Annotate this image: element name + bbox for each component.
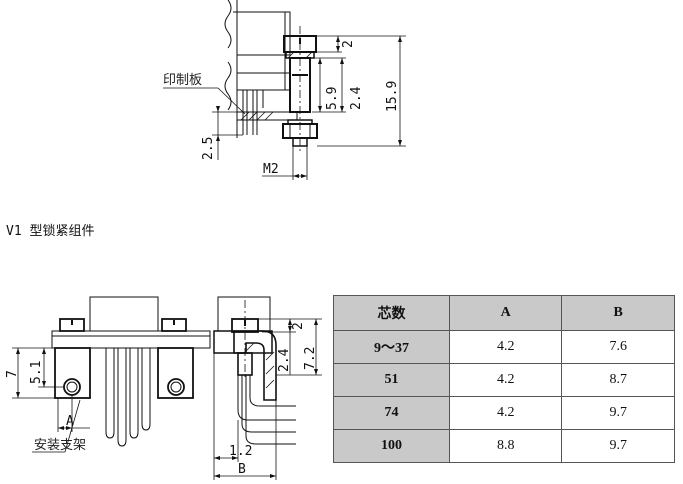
dim-a: A [66, 414, 74, 429]
table-cell: 4.2 [448, 396, 563, 430]
bottom-front-view: 7 5.1 A 安装支架 [5, 296, 211, 453]
top-drawing: 印制板 2 2.4 5.9 15.9 2.5 M2 [163, 0, 406, 180]
table-header-row: 芯数 A B [333, 295, 675, 331]
dim-7: 7 [5, 370, 20, 378]
bottom-pins [105, 348, 151, 447]
table-cell: 74 [333, 396, 450, 430]
table-header-cell: 芯数 [333, 295, 450, 331]
table-row: 9～37 4.2 7.6 [333, 330, 675, 364]
table-cell: 4.2 [448, 363, 563, 397]
table-row: 74 4.2 9.7 [333, 396, 675, 430]
table-cell: 9～37 [333, 330, 450, 364]
figure-caption: V1 型锁紧组件 [6, 224, 95, 239]
table-cell: 100 [333, 429, 450, 463]
table-cell: 8.8 [448, 429, 563, 463]
side-pins [237, 375, 296, 445]
connector-shell [51, 330, 211, 349]
dim-5-9: 5.9 [325, 87, 340, 110]
side-bracket [233, 330, 277, 401]
right-bracket [157, 347, 194, 399]
dim-2-4-top: 2.4 [349, 86, 364, 110]
bracket-label: 安装支架 [34, 438, 86, 453]
dim-1-2: 1.2 [229, 444, 252, 459]
dim-b: B [238, 462, 246, 477]
table-cell: 7.6 [561, 330, 675, 364]
pcb-plate [236, 111, 298, 121]
table-cell: 9.7 [561, 429, 675, 463]
dim-2-5: 2.5 [201, 137, 216, 160]
top-body-outline-right [233, 11, 291, 56]
table-cell: 51 [333, 363, 450, 397]
top-body-lower [237, 72, 291, 91]
dim-15-9: 15.9 [385, 81, 400, 112]
left-bracket [54, 347, 91, 399]
table-cell: 8.7 [561, 363, 675, 397]
right-screw-head [161, 318, 187, 332]
dim-2-top: 2 [341, 40, 356, 48]
dim-7-2: 7.2 [303, 347, 318, 370]
table-cell: 4.2 [448, 330, 563, 364]
bottom-side-view: 2 2.4 7.2 1.2 B [213, 296, 322, 480]
pcb-label: 印制板 [163, 73, 202, 88]
table-row: 100 8.8 9.7 [333, 429, 675, 463]
left-screw-head [59, 318, 85, 332]
spec-table: 芯数 A B 9～37 4.2 7.6 51 4.2 8.7 74 4.2 9.… [333, 295, 675, 463]
table-cell: 9.7 [561, 396, 675, 430]
table-header-cell: A [448, 295, 563, 331]
dim-5-1: 5.1 [29, 361, 44, 384]
table-row: 51 4.2 8.7 [333, 363, 675, 397]
dim-2-side: 2 [291, 322, 306, 330]
dim-m2: M2 [263, 162, 279, 177]
dim-2-4-side: 2.4 [277, 348, 292, 372]
table-header-cell: B [561, 295, 675, 331]
